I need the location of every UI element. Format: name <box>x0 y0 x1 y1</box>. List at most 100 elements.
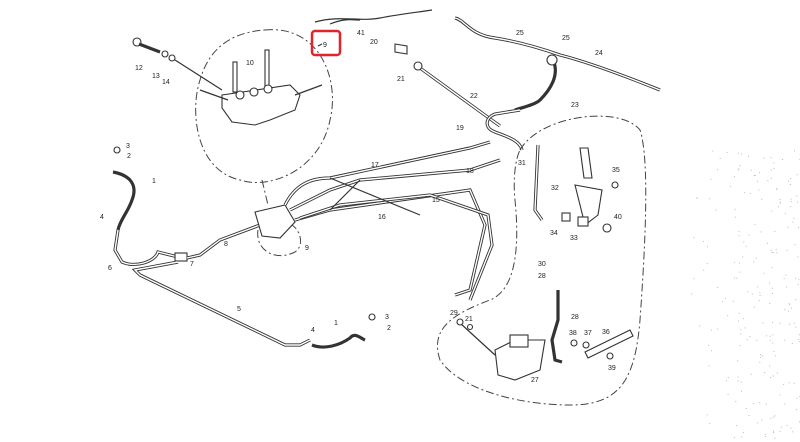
label-14: 14 <box>162 79 170 86</box>
noise-dot <box>746 339 748 341</box>
nut-35 <box>611 181 619 189</box>
noise-dot <box>757 286 759 288</box>
clip-40 <box>602 223 612 233</box>
noise-dot <box>737 380 739 382</box>
noise-dot <box>774 355 776 357</box>
noise-dot <box>796 174 798 176</box>
noise-dot <box>706 414 708 416</box>
noise-dot <box>758 300 760 302</box>
noise-dot <box>765 436 767 438</box>
label-35: 35 <box>612 167 620 174</box>
label-41: 41 <box>357 30 365 37</box>
noise-dot <box>759 361 761 363</box>
noise-dot <box>727 376 729 378</box>
bolt-39 <box>606 352 614 360</box>
noise-dot <box>772 342 774 344</box>
label-13: 13 <box>152 73 160 80</box>
noise-dot <box>761 419 763 421</box>
label-25b: 25 <box>562 35 570 42</box>
noise-dot <box>788 310 790 312</box>
noise-dot <box>780 426 782 428</box>
noise-dot <box>724 298 726 300</box>
noise-dot <box>773 416 775 418</box>
noise-dot <box>769 365 771 367</box>
noise-dot <box>784 339 786 341</box>
label-12: 12 <box>135 65 143 72</box>
valve-9 <box>254 204 296 239</box>
noise-dot <box>788 180 790 182</box>
noise-dot <box>783 277 785 279</box>
noise-dot <box>791 342 793 344</box>
noise-dot <box>741 153 743 155</box>
label-1-rear: 1 <box>334 320 338 327</box>
noise-dot <box>763 157 765 159</box>
noise-dot <box>756 339 758 341</box>
noise-dot <box>739 165 741 167</box>
noise-dot <box>798 226 800 228</box>
noise-dot <box>732 300 734 302</box>
cable-23 <box>514 59 557 112</box>
noise-dot <box>779 394 781 396</box>
noise-dot <box>738 235 740 237</box>
noise-dot <box>770 249 772 251</box>
label-7: 7 <box>190 261 194 268</box>
label-24: 24 <box>595 50 603 57</box>
noise-dot <box>770 376 772 378</box>
noise-dot <box>730 185 732 187</box>
noise-dot <box>770 169 772 171</box>
noise-dot <box>754 175 756 177</box>
label-4: 4 <box>100 214 104 221</box>
label-20: 20 <box>370 39 378 46</box>
noise-dot <box>708 344 710 346</box>
noise-dot <box>783 383 785 385</box>
noise-dot <box>736 277 738 279</box>
noise-dot <box>753 261 755 263</box>
detail-leader <box>261 179 269 206</box>
noise-dot <box>719 157 721 159</box>
scan-noise <box>691 150 800 439</box>
noise-dot <box>750 169 752 171</box>
noise-dot <box>786 249 788 251</box>
noise-dot <box>710 350 712 352</box>
noise-dot <box>771 251 773 253</box>
label-23: 23 <box>571 102 579 109</box>
label-9-valve: 9 <box>305 245 309 252</box>
noise-dot <box>759 402 761 404</box>
detail-circle-small <box>257 224 302 257</box>
noise-dot <box>755 257 757 259</box>
noise-dot <box>790 201 792 203</box>
noise-dot <box>766 335 768 337</box>
noise-dot <box>710 329 712 331</box>
noise-dot <box>770 177 772 179</box>
noise-dot <box>790 178 792 180</box>
noise-dot <box>753 306 755 308</box>
noise-dot <box>793 322 795 324</box>
noise-dot <box>774 437 776 439</box>
noise-dot <box>707 246 709 248</box>
label-32: 32 <box>551 185 559 192</box>
noise-dot <box>796 195 798 197</box>
noise-dot <box>710 178 712 180</box>
noise-dot <box>765 403 767 405</box>
label-34: 34 <box>550 230 558 237</box>
label-21-rear: 21 <box>465 316 473 323</box>
noise-dot <box>717 328 719 330</box>
noise-dot <box>796 397 798 399</box>
noise-dot <box>769 335 771 337</box>
noise-dot <box>769 302 771 304</box>
label-2-rear: 2 <box>387 325 391 332</box>
bracket-36 <box>584 329 634 359</box>
hose-1 <box>112 170 136 231</box>
noise-dot <box>779 198 781 200</box>
label-6: 6 <box>108 265 112 272</box>
highlighted-callout[interactable]: 9 <box>310 29 342 57</box>
noise-dot <box>779 201 781 203</box>
noise-dot <box>780 202 782 204</box>
noise-dot <box>773 350 775 352</box>
noise-dot <box>727 393 729 395</box>
wire-41 <box>314 9 433 23</box>
noise-dot <box>781 159 783 161</box>
label-30: 30 <box>538 261 546 268</box>
noise-dot <box>777 206 779 208</box>
